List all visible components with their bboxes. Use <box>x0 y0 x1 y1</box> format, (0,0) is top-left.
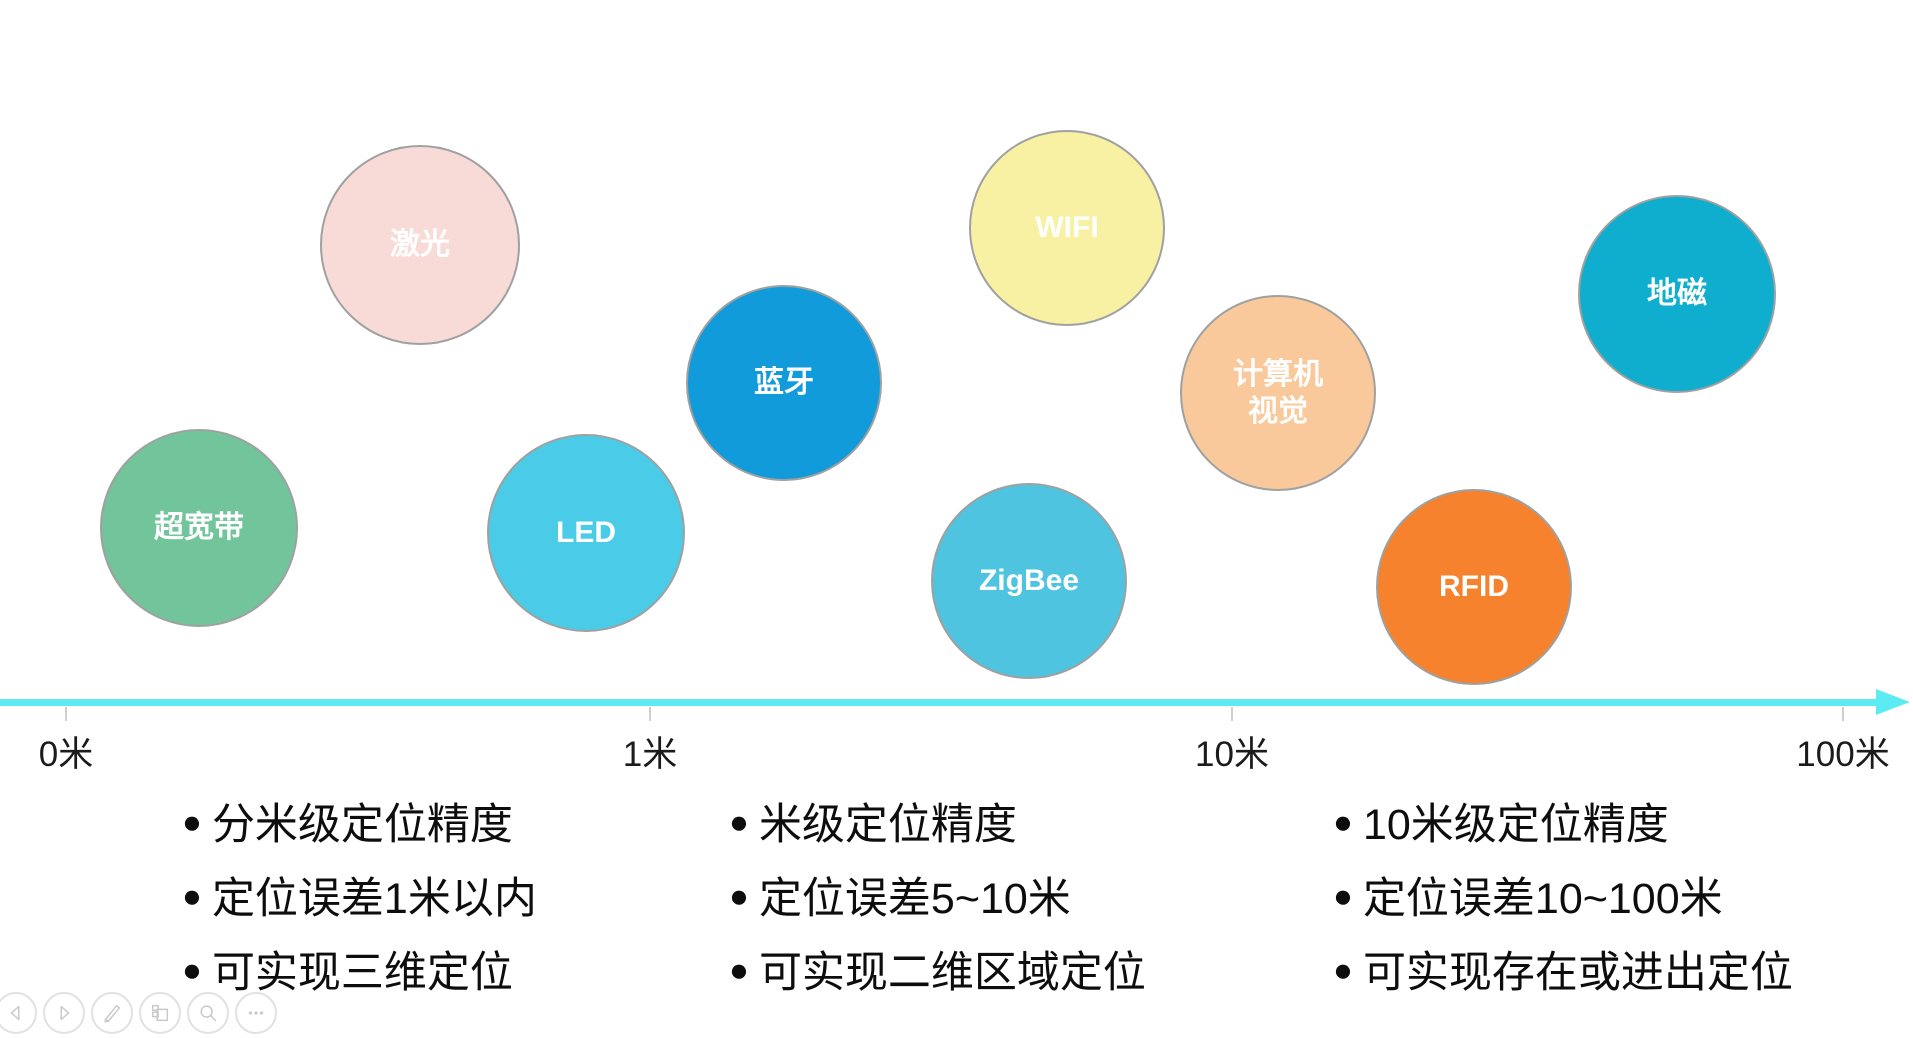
legend-item-text: 分米级定位精度 <box>211 801 513 849</box>
previous-slide-button[interactable] <box>0 992 37 1034</box>
bubble-uwb: 超宽带 <box>100 429 298 627</box>
bubble-bluetooth: 蓝牙 <box>686 285 882 481</box>
bubble-label: 激光 <box>390 228 450 262</box>
bubble-led: LED <box>487 434 685 632</box>
slide-panel-button[interactable] <box>139 992 181 1034</box>
chevron-right-icon <box>60 1005 70 1021</box>
bubble-label: 地磁 <box>1647 277 1707 311</box>
legend-column-decimeter: ● 分米级定位精度 ● 定位误差1米以内 ● 可实现三维定位 <box>182 796 537 1018</box>
legend-item-text: 可实现三维定位 <box>211 949 513 997</box>
bullet-icon: ● <box>729 802 749 840</box>
chevron-left-icon <box>10 1005 20 1021</box>
pen-icon <box>104 1004 121 1023</box>
bullet-icon: ● <box>182 802 202 840</box>
legend-item-text: 定位误差1米以内 <box>211 875 537 923</box>
bullet-icon: ● <box>729 876 749 914</box>
legend-item-text: 可实现存在或进出定位 <box>1362 949 1793 997</box>
legend-column-meter: ● 米级定位精度 ● 定位误差5~10米 ● 可实现二维区域定位 <box>729 796 1146 1018</box>
legend-item-text: 10米级定位精度 <box>1362 801 1669 849</box>
bubble-label: 蓝牙 <box>754 366 814 400</box>
magnifier-icon <box>200 1005 217 1022</box>
bubble-label: 计算机视觉 <box>1233 357 1323 429</box>
zoom-button[interactable] <box>187 992 229 1034</box>
bubble-label: WIFI <box>1035 211 1099 245</box>
axis-tick <box>1231 707 1233 721</box>
axis-tick-label: 100米 <box>1796 735 1890 774</box>
legend-item: ● 定位误差1米以内 <box>182 870 537 923</box>
bubble-label: RFID <box>1439 570 1509 604</box>
axis-tick <box>649 707 651 721</box>
bullet-icon: ● <box>1333 876 1353 914</box>
bullet-icon: ● <box>1333 950 1353 988</box>
bubble-laser: 激光 <box>320 145 520 345</box>
bullet-icon: ● <box>182 876 202 914</box>
ellipsis-icon <box>248 1011 264 1015</box>
bubble-label: LED <box>556 516 616 550</box>
legend-item: ● 分米级定位精度 <box>182 796 537 849</box>
axis-tick-label: 0米 <box>38 735 94 774</box>
legend-item: ● 定位误差10~100米 <box>1333 870 1793 923</box>
legend-item: ● 可实现存在或进出定位 <box>1333 944 1793 997</box>
bubble-label: ZigBee <box>978 564 1080 598</box>
pen-button[interactable] <box>91 992 133 1034</box>
next-slide-button[interactable] <box>43 992 85 1034</box>
bullet-icon: ● <box>729 950 749 988</box>
bubble-label: 超宽带 <box>154 511 244 545</box>
axis-tick-label: 10米 <box>1195 735 1269 774</box>
more-button[interactable] <box>235 992 277 1034</box>
legend-item-text: 可实现二维区域定位 <box>758 949 1146 997</box>
axis-arrowhead-icon <box>1876 689 1910 715</box>
bullet-icon: ● <box>182 950 202 988</box>
legend-item: ● 可实现三维定位 <box>182 944 537 997</box>
legend-item-text: 定位误差10~100米 <box>1362 875 1723 923</box>
slides-icon <box>151 1004 169 1022</box>
bubble-computer-vision: 计算机视觉 <box>1180 295 1376 491</box>
axis-tick <box>65 707 67 721</box>
bubble-wifi: WIFI <box>969 130 1165 326</box>
legend-item: ● 可实现二维区域定位 <box>729 944 1146 997</box>
bubble-zigbee: ZigBee <box>931 483 1127 679</box>
legend-item: ● 定位误差5~10米 <box>729 870 1146 923</box>
axis-tick-label: 1米 <box>622 735 678 774</box>
legend-item-text: 定位误差5~10米 <box>758 875 1071 923</box>
axis-line <box>0 699 1878 706</box>
bubble-rfid: RFID <box>1376 489 1572 685</box>
legend-item: ● 米级定位精度 <box>729 796 1146 849</box>
legend-item: ● 10米级定位精度 <box>1333 796 1793 849</box>
presenter-toolbar <box>0 992 277 1034</box>
bullet-icon: ● <box>1333 802 1353 840</box>
bubble-geomagnetic: 地磁 <box>1578 195 1776 393</box>
axis-tick <box>1842 707 1844 721</box>
legend-item-text: 米级定位精度 <box>758 801 1017 849</box>
legend-column-10meter: ● 10米级定位精度 ● 定位误差10~100米 ● 可实现存在或进出定位 <box>1333 796 1793 1018</box>
